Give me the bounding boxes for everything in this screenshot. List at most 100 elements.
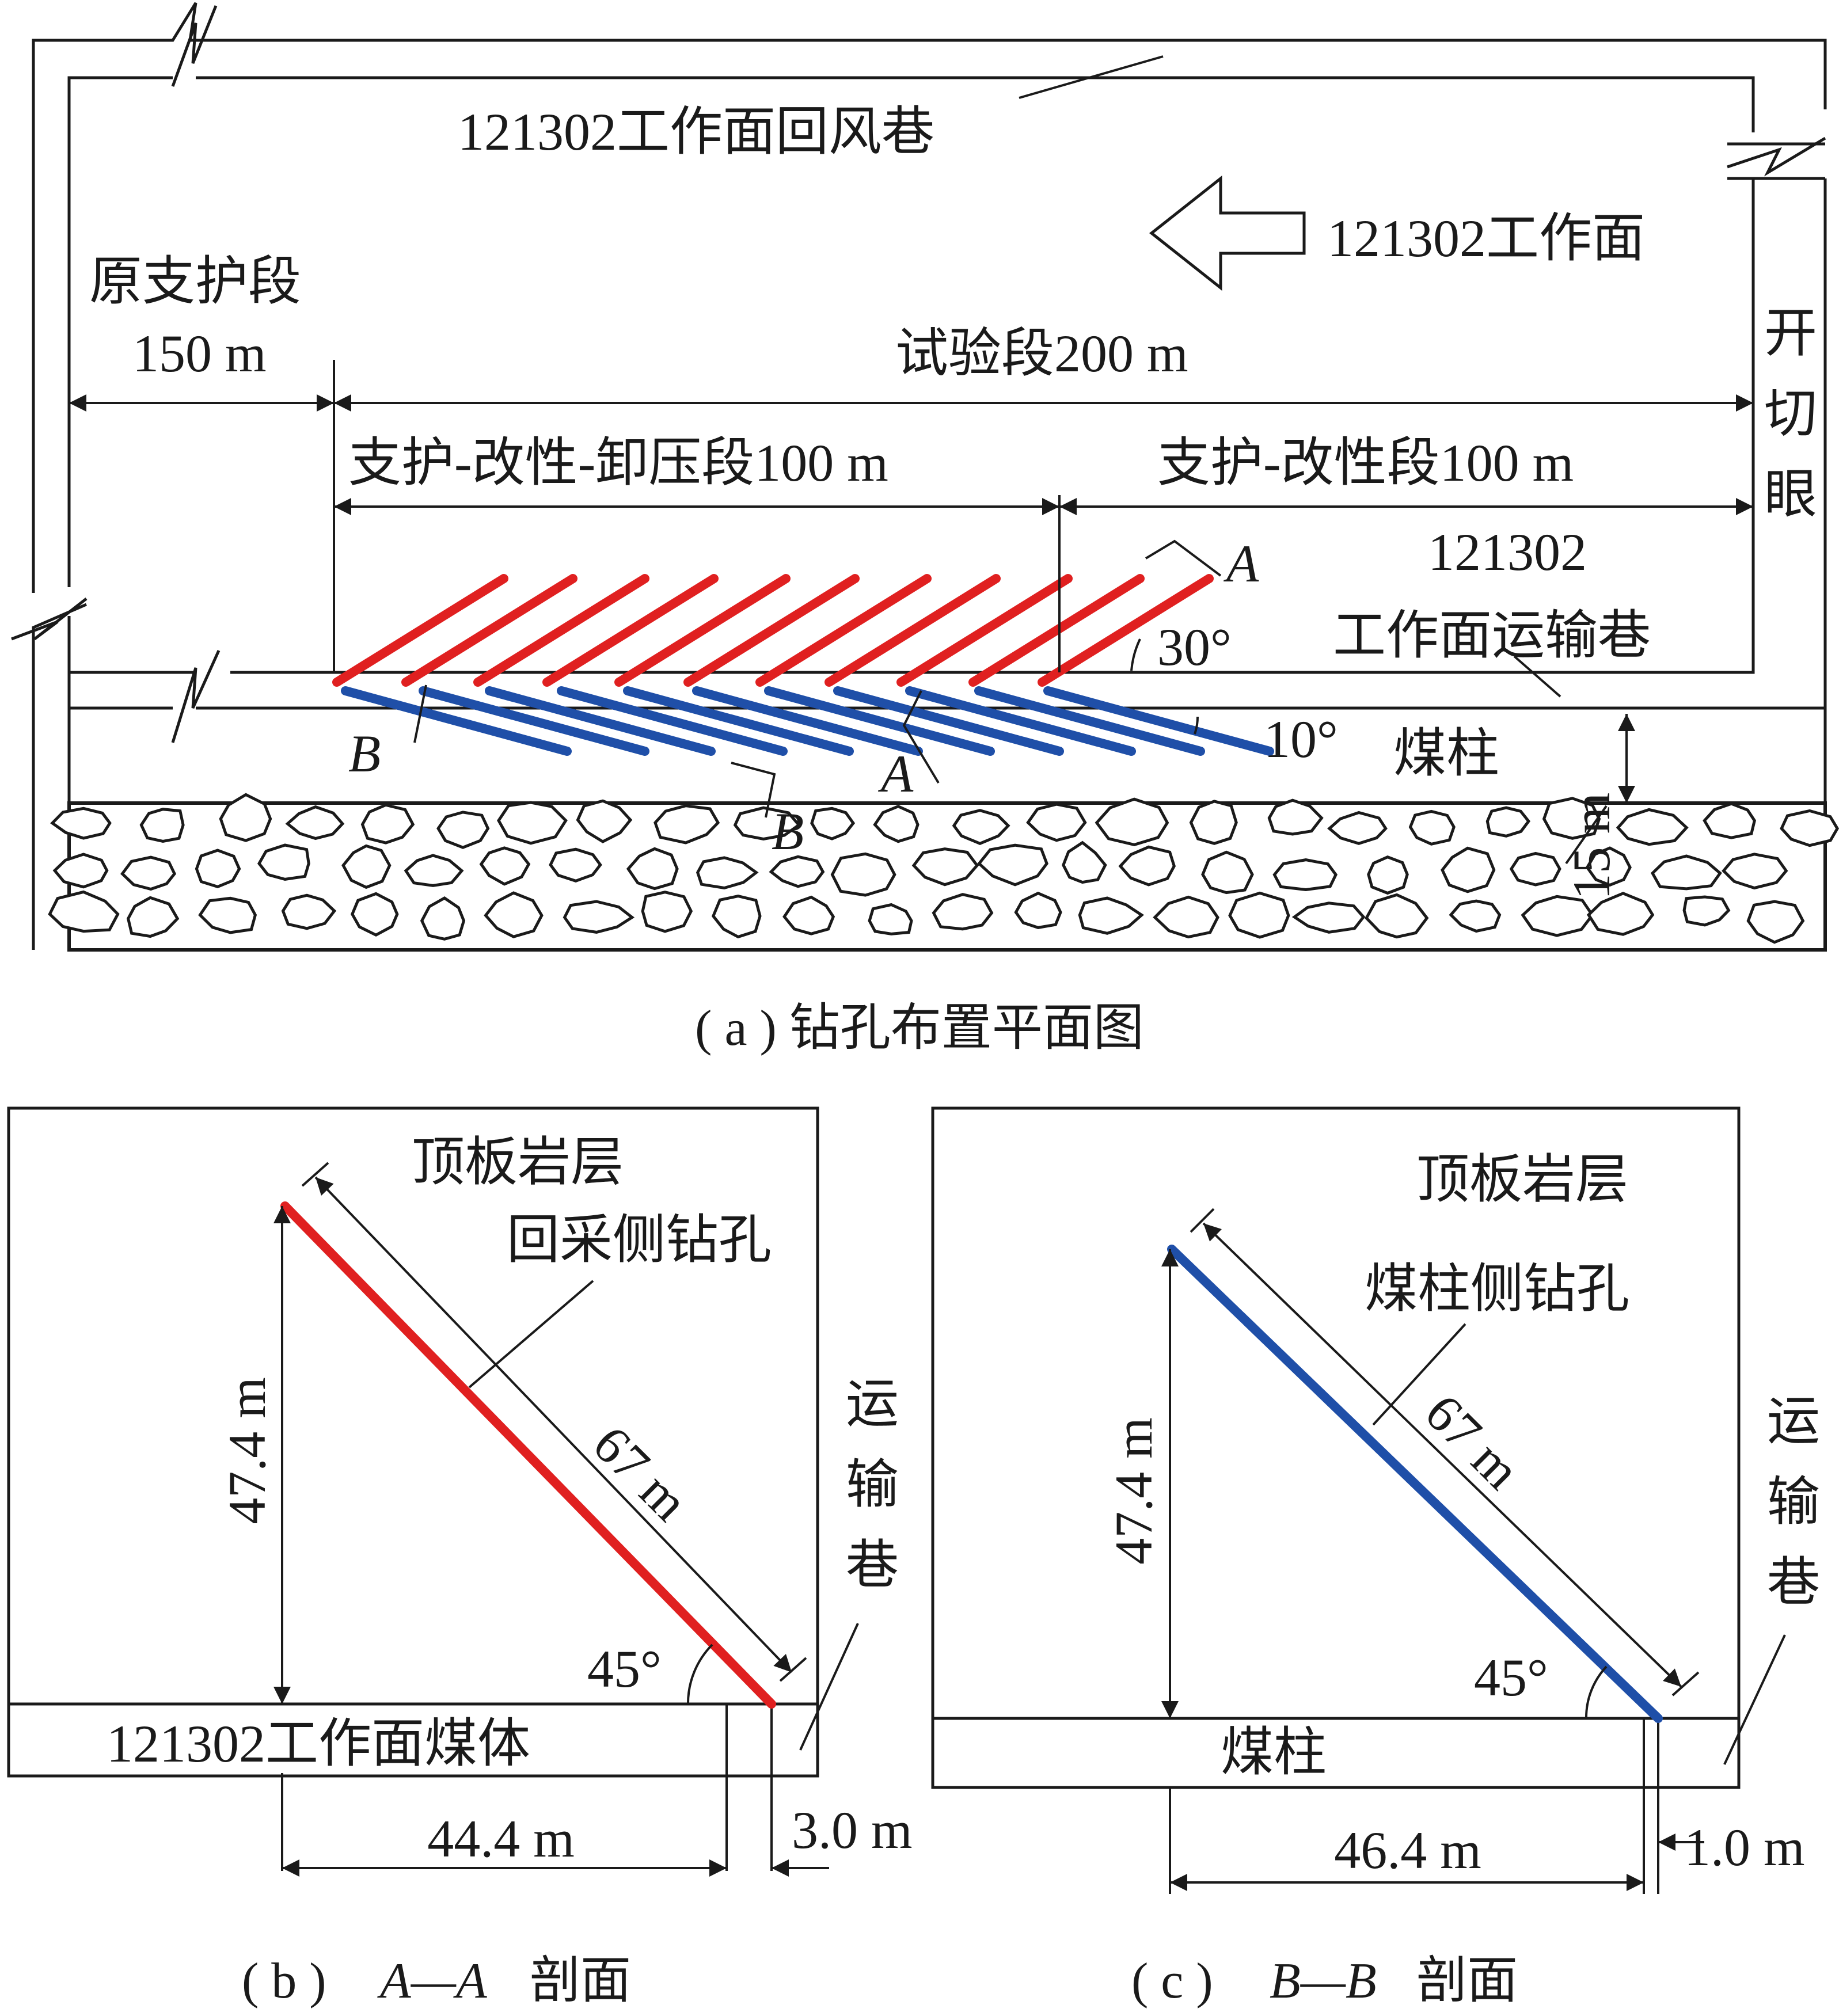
section-A-hole-label: 回采侧钻孔 bbox=[507, 1211, 772, 1269]
leader-return-airway bbox=[1019, 55, 1164, 99]
rock-pebble bbox=[285, 805, 345, 840]
rock-pebble bbox=[830, 852, 896, 897]
section-A-roof: 顶板岩层 bbox=[412, 1133, 624, 1192]
mining-side-hole bbox=[755, 574, 932, 687]
rock-pebble bbox=[711, 895, 762, 939]
section-B-roof: 顶板岩层 bbox=[1416, 1150, 1628, 1209]
rock-pebble bbox=[281, 893, 337, 930]
section-A-hole bbox=[280, 1201, 776, 1709]
rock-pebble bbox=[696, 856, 759, 890]
rock-pebble bbox=[50, 807, 112, 840]
section-A-road-3: 巷 bbox=[846, 1536, 899, 1595]
rock-pebble bbox=[420, 896, 466, 941]
section-A-tick-1 bbox=[301, 1162, 329, 1187]
section-A-height: 47.4 m bbox=[218, 1377, 276, 1524]
section-A-offset: 3.0 m bbox=[792, 1801, 913, 1859]
rock-pebble bbox=[219, 793, 272, 842]
rock-pebble bbox=[139, 808, 185, 843]
section-A-angle: 45° bbox=[587, 1640, 662, 1698]
rock-pebble bbox=[1078, 896, 1145, 935]
rock-pebble bbox=[120, 855, 177, 891]
leader-haulage bbox=[1513, 655, 1561, 698]
pillar-side-hole bbox=[341, 686, 572, 756]
section-B-left: B bbox=[348, 724, 381, 783]
support-mod-label: 支护-改性段100 m bbox=[1157, 433, 1574, 492]
rock-pebble bbox=[868, 903, 913, 935]
rock-pebble bbox=[782, 895, 835, 935]
rock-pebble bbox=[1095, 797, 1169, 846]
face-advance-arrow bbox=[1149, 175, 1306, 291]
mining-side-hole bbox=[683, 574, 860, 687]
pillar-side-hole bbox=[485, 686, 716, 756]
pillar-side-hole bbox=[974, 686, 1205, 756]
section-B-hole bbox=[1167, 1245, 1663, 1723]
rock-pebble bbox=[360, 803, 415, 845]
section-A-road-1: 运 bbox=[846, 1375, 899, 1433]
rock-pebble bbox=[1272, 858, 1338, 892]
section-mark-A-red bbox=[1145, 539, 1222, 577]
plan-view: 121302工作面回风巷 121302工作面 开 切 眼 原支护段 150 m … bbox=[11, 2, 1839, 1056]
support-mod-relief-label: 支护-改性-卸压段100 m bbox=[348, 433, 888, 492]
section-A-road-2: 输 bbox=[846, 1455, 899, 1514]
rock-pebble bbox=[1365, 893, 1429, 939]
rock-pebble bbox=[341, 844, 392, 889]
rock-pebble bbox=[1509, 851, 1561, 887]
section-B-angle-arc bbox=[1585, 1665, 1608, 1719]
rock-pebble bbox=[1521, 895, 1594, 937]
rock-pebble bbox=[873, 804, 920, 843]
section-A-hole-leader bbox=[468, 1280, 594, 1389]
pillar-side-hole bbox=[623, 686, 854, 756]
rock-pebble bbox=[484, 891, 544, 938]
rock-pebble bbox=[810, 807, 856, 840]
mining-side-hole bbox=[332, 574, 508, 687]
section-B-height: 47.4 m bbox=[1104, 1417, 1163, 1565]
rock-pebble bbox=[1780, 809, 1839, 847]
rock-pebble bbox=[911, 847, 979, 887]
caption-c-sec: B—B bbox=[1270, 1953, 1377, 2009]
rock-pebble bbox=[351, 892, 399, 937]
pillar-side-hole bbox=[1043, 686, 1274, 756]
rock-pebble bbox=[977, 843, 1048, 887]
section-B-tick-1 bbox=[1190, 1208, 1215, 1233]
rock-pebble bbox=[1485, 806, 1531, 838]
angle-30-label: 30° bbox=[1157, 618, 1232, 676]
rock-pebble bbox=[1153, 895, 1219, 939]
rock-pebble bbox=[576, 799, 633, 843]
section-A-angle-arc bbox=[686, 1644, 713, 1705]
rock-pebble bbox=[52, 853, 109, 889]
mining-side-hole bbox=[401, 574, 577, 687]
rock-pebble bbox=[404, 854, 464, 887]
return-airway-label: 121302工作面回风巷 bbox=[458, 102, 934, 161]
angle-10-label: 10° bbox=[1264, 710, 1338, 769]
caption-a: ( a ) 钻孔布置平面图 bbox=[695, 1001, 1144, 1056]
rock-pebble bbox=[932, 893, 994, 931]
section-A-len-dim bbox=[314, 1176, 793, 1673]
rock-pebble bbox=[436, 811, 490, 849]
rock-pebble bbox=[1327, 811, 1388, 845]
open-cut-2: 切 bbox=[1764, 385, 1817, 443]
section-mark-B-left bbox=[413, 684, 427, 743]
rock-pebble bbox=[1586, 892, 1655, 936]
pillar-side-hole bbox=[764, 686, 995, 756]
rock-pebble bbox=[48, 890, 120, 933]
rock-pebble bbox=[126, 896, 180, 938]
pillar-side-hole bbox=[419, 686, 649, 756]
caption-c-suffix: 剖面 bbox=[1416, 1953, 1518, 2009]
rock-pebble bbox=[195, 849, 241, 889]
pillar-width-label: 15 m bbox=[1562, 793, 1621, 900]
rock-pebble bbox=[479, 846, 531, 886]
rock-pebble bbox=[257, 843, 310, 881]
coal-pillar-label: 煤柱 bbox=[1393, 724, 1499, 783]
section-B-coal: 煤柱 bbox=[1221, 1723, 1327, 1782]
section-A-bottom: A bbox=[877, 744, 914, 803]
rock-pebble bbox=[1441, 846, 1496, 893]
break-mark-left bbox=[11, 598, 88, 641]
section-mark-B-right bbox=[731, 762, 776, 818]
mining-side-hole bbox=[473, 574, 649, 687]
section-A-view: 顶板岩层 回采侧钻孔 67 m 47.4 m 45° 运 输 巷 121302工… bbox=[7, 1106, 913, 2009]
rock-pebble bbox=[1682, 895, 1731, 927]
rock-pebble bbox=[1118, 845, 1176, 887]
haulage-label-2: 工作面运输巷 bbox=[1333, 606, 1651, 665]
rock-pebble bbox=[1585, 846, 1632, 887]
